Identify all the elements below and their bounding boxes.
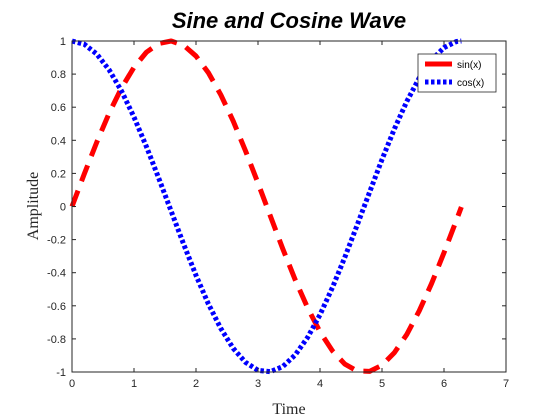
series-layer (69, 38, 464, 375)
y-tick-label: -0.2 (47, 235, 66, 247)
x-tick-label: 2 (193, 378, 199, 390)
y-axis: -1 -0.8 -0.6 -0.4 -0.2 0 0.2 0.4 0.6 0.8 1 (47, 36, 506, 379)
x-tick-label: 0 (69, 378, 75, 390)
y-tick-label: -0.6 (47, 301, 66, 313)
y-tick-label: 0 (60, 202, 66, 214)
y-axis-label: Amplitude (25, 172, 42, 240)
legend-label-sin: sin(x) (457, 60, 481, 71)
x-tick-label: 4 (317, 378, 323, 390)
x-tick-label: 7 (503, 378, 509, 390)
y-tick-label: 1 (60, 36, 66, 48)
y-tick-label: 0.4 (51, 135, 66, 147)
chart-title: Sine and Cosine Wave (172, 8, 406, 33)
x-tick-label: 1 (131, 378, 137, 390)
plot-area: 0 1 2 3 4 5 6 7 -1 -0.8 -0.6 -0.4 -0.2 0 0.2 0.4 0.6 0.8… (47, 36, 509, 390)
y-tick-label: -1 (56, 367, 66, 379)
legend-box (417, 53, 497, 93)
y-tick-label: 0.6 (51, 102, 66, 114)
y-tick-label: 0.8 (51, 69, 66, 81)
axes-background (72, 41, 506, 372)
x-tick-label: 3 (255, 378, 261, 390)
y-tick-label: -0.4 (47, 268, 66, 280)
x-axis: 0 1 2 3 4 5 6 7 (69, 41, 509, 390)
x-axis-label: Time (272, 401, 305, 418)
x-tick-label: 5 (379, 378, 385, 390)
legend: sin(x) cos(x) (417, 53, 497, 93)
y-tick-label: 0.2 (51, 168, 66, 180)
legend-label-cos: cos(x) (457, 78, 484, 89)
y-tick-label: -0.8 (47, 334, 66, 346)
x-tick-label: 6 (441, 378, 447, 390)
series-line-0 (69, 38, 464, 374)
series-line-1 (71, 38, 462, 375)
